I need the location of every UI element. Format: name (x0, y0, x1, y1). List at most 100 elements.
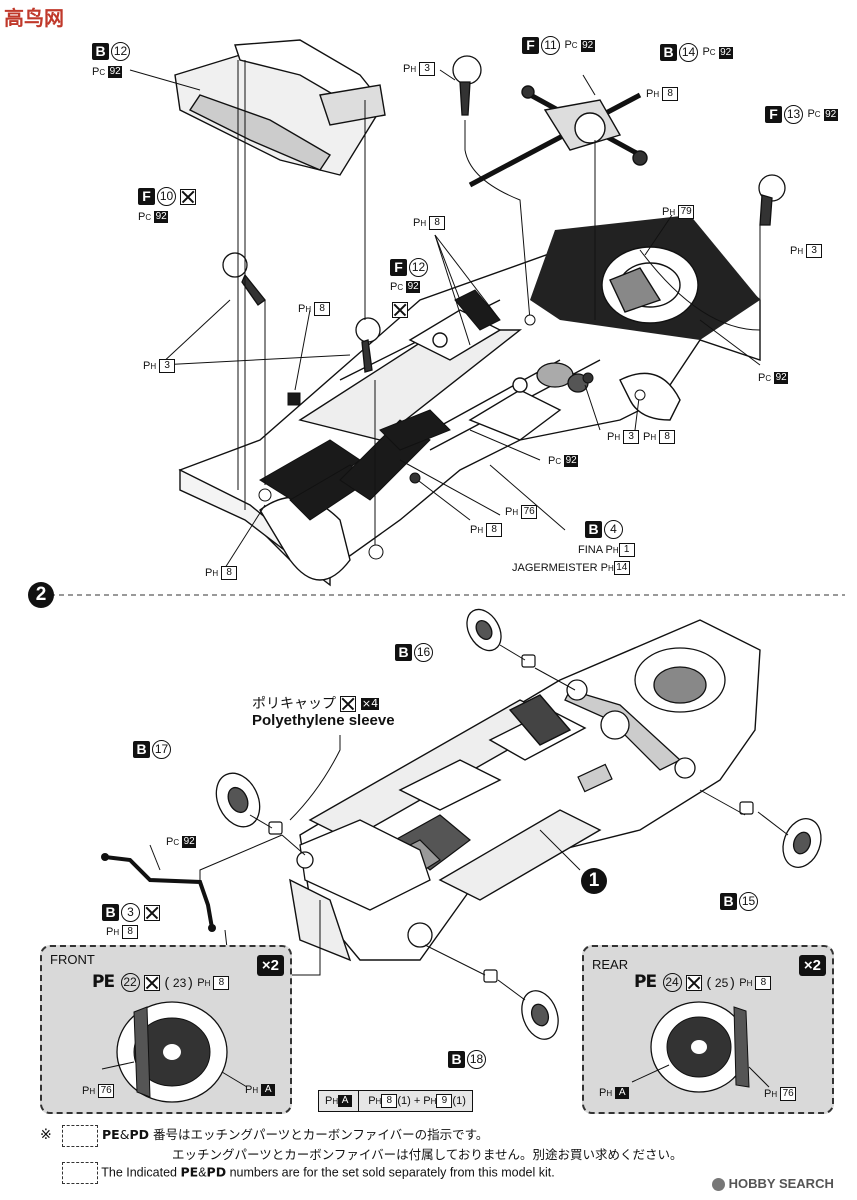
front-brake-inset: FRONT ×2 PE 22 (23) PH 8 PH 76 PH A (40, 945, 292, 1114)
label-pha: PH A (599, 1087, 630, 1100)
paint-code: 92 (580, 39, 595, 52)
part-number-b3: 3 (121, 903, 140, 922)
leader-lines-step1 (129, 60, 761, 569)
label-b12-paint: PC 92 (92, 66, 123, 79)
dashed-box-icon (62, 1124, 98, 1147)
part-number-b17: 17 (152, 740, 171, 759)
part-number-f10: 10 (157, 187, 176, 206)
label-ph76: PH 76 (82, 1084, 115, 1098)
label-ph8-a: PH 8 (646, 87, 679, 101)
part-number-b16: 16 (414, 643, 433, 662)
carbon-fiber-icon (143, 974, 160, 991)
inset-part-codes: PE 24 (25) PH 8 (634, 972, 772, 993)
carbon-fiber-icon (180, 188, 197, 205)
brake-discs (215, 608, 822, 1040)
label-ph3-c: PH 3 (143, 359, 176, 373)
rear-axle-step2 (564, 679, 696, 779)
pe-number: 22 (120, 973, 140, 993)
carbon-fiber-icon (340, 696, 357, 712)
paint-code: 92 (823, 108, 838, 121)
part-number-b18: 18 (467, 1050, 486, 1069)
label-step2-pc92: PC 92 (166, 836, 197, 849)
part-number-b15: 15 (739, 892, 758, 911)
label-f12-carbon (392, 301, 408, 319)
footer-line-1: PE&PD 番号はエッチングパーツとカーボンファイバーの指示です。 (62, 1124, 488, 1147)
quantity-badge: ×2 (256, 955, 284, 976)
label-polycap-en: Polyethylene sleeve (252, 712, 395, 729)
logo-icon (712, 1178, 725, 1192)
inset-title: REAR (592, 957, 629, 972)
front-subframe-b12 (174, 39, 386, 176)
part-number-b12: 12 (111, 42, 130, 61)
step-number-2: 2 (28, 582, 54, 608)
watermark-logo: 高鸟网 (4, 6, 64, 30)
paint-mix-code: A (338, 1095, 353, 1108)
footer-ref-mark: ※ (40, 1127, 52, 1143)
footer-line-2: エッチングパーツとカーボンファイバーは付属しておりません。別途お買い求めください… (172, 1147, 683, 1162)
label-ph3-d: PH 3 (607, 430, 640, 444)
photo-etch-code: PE (634, 972, 657, 992)
label-ph76: PH 76 (505, 505, 538, 519)
poly-sleeves (268, 654, 754, 983)
label-ph8-f: PH 8 (205, 566, 238, 580)
footer-line-3: The Indicated PE&PD numbers are for the … (62, 1162, 555, 1184)
label-ph79: PH 79 (662, 205, 695, 219)
paint-code: 92 (718, 46, 733, 59)
photo-etch-code: PE (92, 972, 115, 992)
label-pc92-b: PC 92 (548, 455, 579, 468)
anti-roll-bar (104, 855, 214, 929)
label-pha: PH A (245, 1084, 276, 1097)
subassembly-ref-1: 1 (581, 868, 607, 894)
pe-number: 24 (662, 973, 682, 993)
mount-pins (258, 314, 646, 560)
quantity-badge: ×4 (360, 697, 380, 710)
inset-part-codes: PE 22 (23) PH 8 (92, 972, 230, 993)
part-number-b14: 14 (679, 43, 698, 62)
pd-number: 23 (172, 975, 187, 990)
uprights (222, 55, 786, 373)
front-disc-illustration (101, 1001, 248, 1103)
carbon-fiber-icon (144, 904, 161, 921)
front-subframe-step2 (296, 819, 433, 948)
part-number-f13: 13 (784, 105, 803, 124)
label-ph8-c: PH 8 (298, 302, 331, 316)
label-f12-paint: PC 92 (390, 281, 421, 294)
rear-axle-b14 (468, 85, 648, 188)
part-number-b4: 4 (604, 520, 623, 539)
carbon-fiber-icon (685, 974, 702, 991)
inset-title: FRONT (50, 952, 95, 967)
spare-wheel-step2 (634, 647, 726, 713)
label-ph3-b: PH 3 (790, 244, 823, 258)
label-ph8-d: PH 8 (643, 430, 676, 444)
label-ph76: PH 76 (764, 1087, 797, 1101)
dashed-box-icon (62, 1162, 98, 1184)
rear-disc-illustration (631, 1001, 770, 1093)
part-tree-b-badge: B (92, 43, 109, 60)
label-f10-paint: PC 92 (138, 211, 169, 224)
rear-brake-inset: REAR ×2 PE 24 (25) PH 8 PH A PH 76 (582, 945, 834, 1114)
label-step2-ph8: PH 8 (106, 925, 139, 939)
label-pc92-a: PC 92 (758, 372, 789, 385)
pd-number: 25 (714, 975, 729, 990)
label-ph8-b: PH 8 (413, 216, 446, 230)
spare-wheel (601, 246, 699, 324)
label-polycap-jp: ポリキャップ ×4 (252, 696, 380, 712)
quantity-badge: ×2 (798, 955, 826, 976)
paint-code: 92 (108, 66, 123, 79)
